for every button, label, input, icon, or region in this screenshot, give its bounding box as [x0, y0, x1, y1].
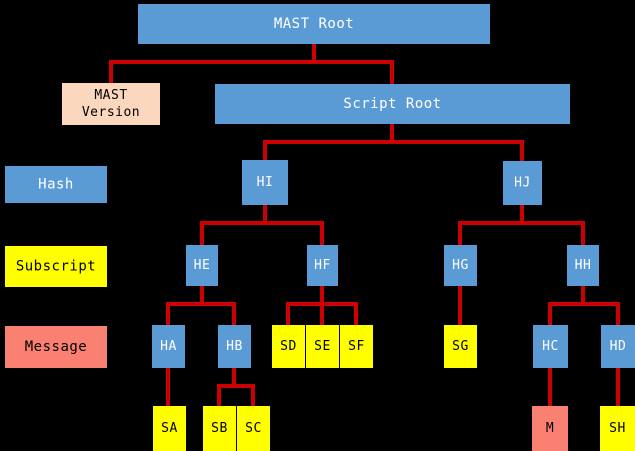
node-box-mast-root[interactable]: [138, 4, 490, 44]
node-SB[interactable]: SB: [203, 406, 236, 451]
node-box-SE[interactable]: [306, 325, 339, 368]
node-HA[interactable]: HA: [152, 325, 185, 368]
node-box-script-root[interactable]: [215, 84, 570, 124]
node-mast-root[interactable]: MAST Root: [138, 4, 490, 44]
node-box-HJ[interactable]: [503, 161, 542, 205]
legend-item-legend-subscript[interactable]: Subscript: [5, 246, 107, 287]
legend-item-label-legend-hash: Hash: [38, 177, 74, 193]
node-label-mast-version: MAST: [94, 88, 127, 103]
legend-item-legend-hash[interactable]: Hash: [5, 166, 107, 203]
node-script-root[interactable]: Script Root: [215, 84, 570, 124]
edge-mast-root-to-script-root: [312, 44, 394, 84]
node-label-HG: HG: [452, 258, 469, 273]
node-label-HH: HH: [575, 258, 592, 273]
node-label-HD: HD: [610, 339, 627, 354]
node-box-HG[interactable]: [444, 245, 477, 286]
node-box-SD[interactable]: [272, 325, 305, 368]
node-label-SF: SF: [348, 339, 365, 354]
node-box-M[interactable]: [532, 406, 568, 451]
node-label-SD: SD: [280, 339, 297, 354]
node-HI[interactable]: HI: [242, 160, 288, 205]
edge-HJ-to-HH: [520, 205, 585, 245]
legend-item-box-legend-hash[interactable]: [5, 166, 107, 203]
node-label-mast-version: Version: [82, 105, 140, 120]
node-HG[interactable]: HG: [444, 245, 477, 286]
legend-item-legend-message[interactable]: Message: [5, 326, 107, 368]
node-HE[interactable]: HE: [186, 245, 218, 286]
node-box-HC[interactable]: [533, 325, 568, 368]
node-HB[interactable]: HB: [218, 325, 251, 368]
legend-item-box-legend-subscript[interactable]: [5, 246, 107, 287]
node-box-SC[interactable]: [237, 406, 270, 451]
node-box-HF[interactable]: [307, 245, 338, 286]
edge-HE-to-HB: [200, 286, 236, 325]
edges-layer: [109, 44, 620, 406]
node-HJ[interactable]: HJ: [503, 161, 542, 205]
node-box-HE[interactable]: [186, 245, 218, 286]
node-label-SE: SE: [314, 339, 331, 354]
node-HC[interactable]: HC: [533, 325, 568, 368]
node-SG[interactable]: SG: [444, 325, 477, 368]
node-label-HJ: HJ: [514, 176, 531, 191]
edge-HI-to-HF: [263, 205, 324, 245]
node-box-HA[interactable]: [152, 325, 185, 368]
node-M[interactable]: M: [532, 406, 568, 451]
node-label-SB: SB: [211, 421, 228, 436]
node-SC[interactable]: SC: [237, 406, 270, 451]
node-box-HH[interactable]: [567, 245, 599, 286]
node-box-SF[interactable]: [340, 325, 373, 368]
node-label-SH: SH: [609, 421, 626, 436]
node-HH[interactable]: HH: [567, 245, 599, 286]
legend-item-box-legend-message[interactable]: [5, 326, 107, 368]
node-HF[interactable]: HF: [307, 245, 338, 286]
node-box-mast-version[interactable]: [62, 83, 160, 125]
node-box-SG[interactable]: [444, 325, 477, 368]
node-label-HC: HC: [542, 339, 559, 354]
node-SD[interactable]: SD: [272, 325, 305, 368]
node-box-SA[interactable]: [153, 406, 186, 451]
node-label-HB: HB: [226, 339, 243, 354]
node-box-HI[interactable]: [242, 160, 288, 205]
node-SE[interactable]: SE: [306, 325, 339, 368]
node-label-HI: HI: [257, 175, 274, 190]
node-SF[interactable]: SF: [340, 325, 373, 368]
node-box-SH[interactable]: [600, 406, 635, 451]
edge-HF-to-SF: [320, 286, 358, 325]
node-label-mast-root: MAST Root: [274, 16, 354, 32]
node-box-HD[interactable]: [601, 325, 635, 368]
node-label-SC: SC: [245, 421, 262, 436]
node-SH[interactable]: SH: [600, 406, 635, 451]
legend-item-label-legend-message: Message: [25, 339, 88, 355]
node-HD[interactable]: HD: [601, 325, 635, 368]
node-label-HF: HF: [314, 258, 331, 273]
node-label-script-root: Script Root: [343, 96, 441, 112]
node-label-SG: SG: [452, 339, 469, 354]
node-label-M: M: [546, 421, 554, 436]
legend-item-label-legend-subscript: Subscript: [16, 259, 96, 275]
node-label-SA: SA: [161, 421, 178, 436]
node-label-HA: HA: [160, 339, 177, 354]
node-SA[interactable]: SA: [153, 406, 186, 451]
node-label-HE: HE: [194, 258, 211, 273]
node-box-HB[interactable]: [218, 325, 251, 368]
edge-HB-to-SC: [232, 368, 255, 406]
node-mast-version[interactable]: MAST Version: [62, 83, 160, 125]
node-box-SB[interactable]: [203, 406, 236, 451]
edge-script-root-to-HJ: [390, 124, 524, 161]
edge-HH-to-HD: [581, 286, 620, 325]
